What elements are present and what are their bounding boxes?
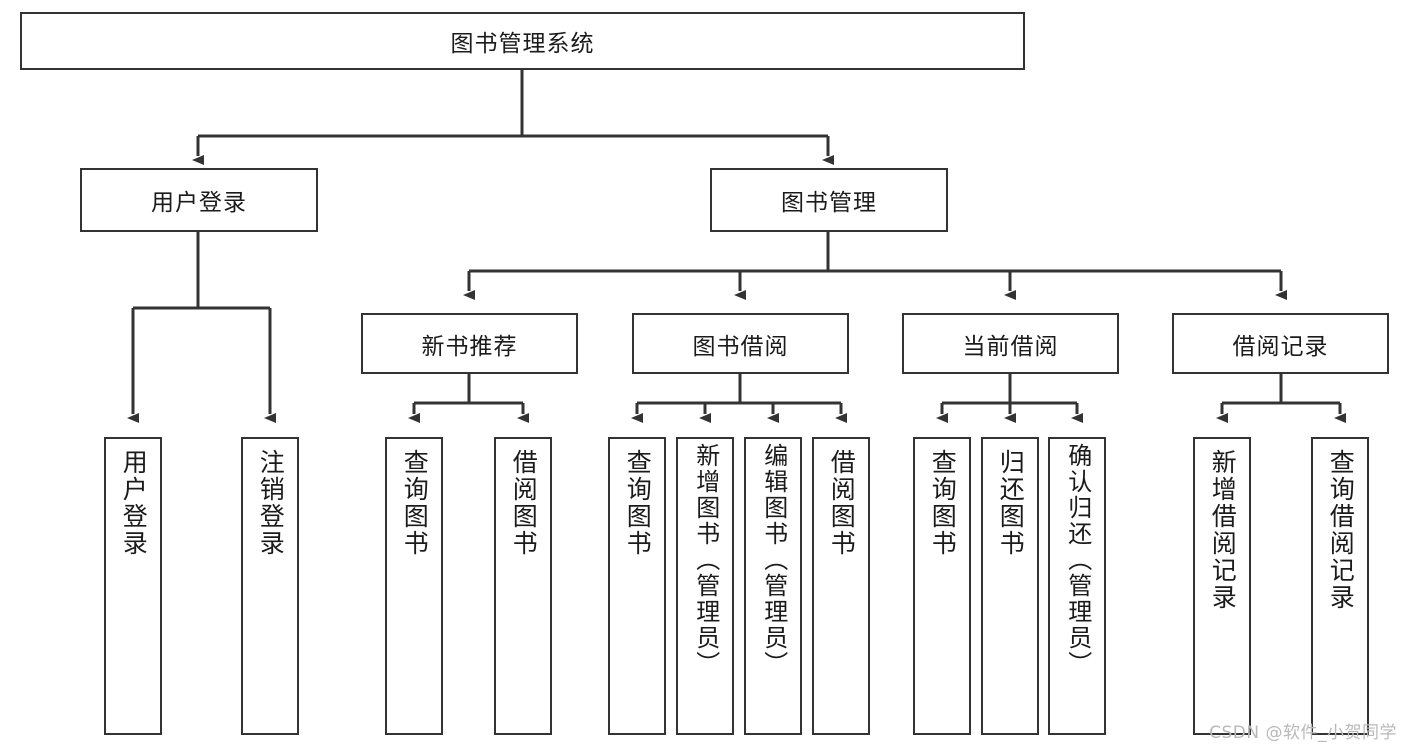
node-book-management-label: 图书管理 [781, 190, 877, 216]
node-book-borrow[interactable]: 图书借阅 [632, 313, 849, 374]
node-user-login-label: 用户登录 [151, 190, 247, 216]
watermark: CSDN @软件_小贺同学 [1209, 723, 1397, 743]
leaf-borrow-book-borrow[interactable]: 借阅图书 [812, 437, 870, 735]
leaf-query-borrow-record[interactable]: 查询借阅记录 [1311, 437, 1369, 735]
node-user-login[interactable]: 用户登录 [80, 168, 318, 232]
leaf-logout-label: 注销登录 [256, 449, 286, 557]
leaf-query-book-borrow[interactable]: 查询图书 [608, 437, 666, 735]
leaf-add-borrow-record-label: 新增借阅记录 [1208, 449, 1238, 611]
leaf-query-book-current-label: 查询图书 [928, 449, 958, 557]
node-new-book-recommend[interactable]: 新书推荐 [361, 313, 578, 374]
leaf-borrow-book-borrow-label: 借阅图书 [827, 449, 857, 557]
leaf-edit-book-admin-label: 编辑图书（管理员） [759, 443, 788, 677]
leaf-borrow-book-recommend-label: 借阅图书 [509, 449, 539, 557]
node-book-management[interactable]: 图书管理 [710, 168, 948, 232]
node-root[interactable]: 图书管理系统 [20, 12, 1025, 70]
leaf-query-book-current[interactable]: 查询图书 [913, 437, 971, 735]
leaf-return-book[interactable]: 归还图书 [981, 437, 1039, 735]
leaf-borrow-book-recommend[interactable]: 借阅图书 [494, 437, 552, 735]
leaf-confirm-return-admin[interactable]: 确认归还（管理员） [1048, 437, 1106, 735]
node-book-borrow-label: 图书借阅 [692, 333, 789, 360]
node-current-borrow-label: 当前借阅 [962, 333, 1059, 360]
node-root-label: 图书管理系统 [450, 31, 595, 57]
leaf-user-login-label: 用户登录 [119, 449, 149, 557]
leaf-query-book-recommend-label: 查询图书 [400, 449, 430, 557]
leaf-add-book-admin[interactable]: 新增图书（管理员） [676, 437, 734, 735]
leaf-edit-book-admin[interactable]: 编辑图书（管理员） [744, 437, 802, 735]
leaf-user-login[interactable]: 用户登录 [104, 437, 162, 735]
leaf-query-book-borrow-label: 查询图书 [623, 449, 653, 557]
node-borrow-record-label: 借阅记录 [1232, 333, 1329, 360]
node-current-borrow[interactable]: 当前借阅 [902, 313, 1119, 374]
leaf-add-book-admin-label: 新增图书（管理员） [691, 443, 720, 677]
node-borrow-record[interactable]: 借阅记录 [1172, 313, 1389, 374]
leaf-logout[interactable]: 注销登录 [241, 437, 299, 735]
leaf-query-book-recommend[interactable]: 查询图书 [385, 437, 443, 735]
node-new-book-recommend-label: 新书推荐 [421, 333, 518, 360]
leaf-confirm-return-admin-label: 确认归还（管理员） [1063, 443, 1092, 677]
leaf-return-book-label: 归还图书 [996, 449, 1026, 557]
leaf-query-borrow-record-label: 查询借阅记录 [1326, 449, 1356, 611]
leaf-add-borrow-record[interactable]: 新增借阅记录 [1193, 437, 1251, 735]
